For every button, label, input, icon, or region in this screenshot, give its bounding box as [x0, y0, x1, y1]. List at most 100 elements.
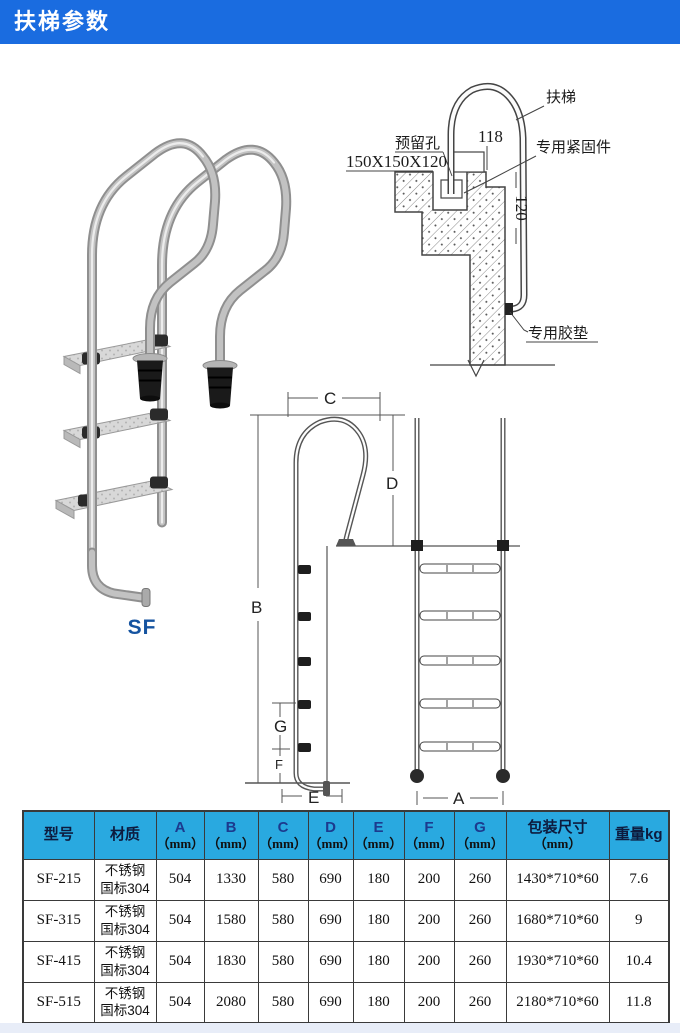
col-header-G: G（mm） — [453, 810, 507, 860]
label-hole-size: 150X150X120 — [346, 152, 447, 172]
ground-line — [430, 359, 555, 378]
cell-b: 2080 — [203, 981, 259, 1024]
dim-F: F — [275, 749, 283, 783]
svg-text:F: F — [275, 757, 283, 772]
rubber-pad — [505, 303, 513, 315]
rear-handrail — [157, 144, 292, 528]
cell-d: 690 — [307, 899, 354, 942]
svg-text:D: D — [386, 474, 398, 493]
handrail-tube — [447, 82, 528, 313]
front-view-ladder — [410, 418, 510, 783]
cell-b: 1830 — [203, 940, 259, 983]
cell-package: 1930*710*60 — [505, 940, 610, 983]
dim-118: 118 — [478, 127, 503, 170]
cell-package: 1430*710*60 — [505, 858, 610, 901]
product-photo — [12, 58, 307, 618]
cell-weight: 11.8 — [608, 981, 670, 1024]
dimension-diagram: C — [230, 383, 530, 810]
svg-text:B: B — [251, 598, 262, 617]
col-header-E: E（mm） — [352, 810, 405, 860]
mounting-sleeve — [451, 151, 485, 173]
cell-a: 504 — [155, 940, 205, 983]
cell-g: 260 — [453, 899, 507, 942]
spec-table-header: 型号 材质 A（mm） B（mm） C（mm） D（mm） E（mm） F（mm… — [22, 810, 670, 860]
label-rubber-pad: 专用胶垫 — [509, 311, 598, 343]
svg-text:150X150X120: 150X150X120 — [346, 152, 447, 171]
side-view-rail — [293, 416, 520, 796]
cell-b: 1330 — [203, 858, 259, 901]
cell-f: 200 — [403, 899, 455, 942]
table-row: SF-215 不锈钢国标304 504 1330 580 690 180 200… — [22, 858, 670, 901]
cell-f: 200 — [403, 858, 455, 901]
table-row: SF-415 不锈钢国标304 504 1830 580 690 180 200… — [22, 940, 670, 983]
cell-package: 1680*710*60 — [505, 899, 610, 942]
svg-text:C: C — [324, 389, 336, 408]
spec-table-body: SF-215 不锈钢国标304 504 1330 580 690 180 200… — [22, 858, 670, 1024]
cell-c: 580 — [257, 940, 309, 983]
rear-socket — [202, 360, 238, 409]
label-handrail: 扶梯 — [515, 89, 576, 121]
cell-c: 580 — [257, 858, 309, 901]
col-header-package: 包装尺寸（mm） — [505, 810, 610, 860]
cell-c: 580 — [257, 981, 309, 1024]
dim-C: C — [287, 389, 381, 421]
svg-text:A: A — [453, 789, 465, 808]
col-header-F: F（mm） — [403, 810, 455, 860]
dim-A: A — [416, 789, 504, 808]
cell-weight: 9 — [608, 899, 670, 942]
cell-e: 180 — [352, 981, 405, 1024]
dimension-diagram-svg: C — [245, 389, 520, 808]
col-header-model: 型号 — [22, 810, 95, 860]
title-bar: 扶梯参数 — [0, 0, 680, 44]
cell-f: 200 — [403, 981, 455, 1024]
table-row: SF-515 不锈钢国标304 504 2080 580 690 180 200… — [22, 981, 670, 1024]
cell-b: 1580 — [203, 899, 259, 942]
cell-e: 180 — [352, 940, 405, 983]
cell-model: SF-515 — [22, 981, 95, 1024]
svg-text:E: E — [308, 788, 319, 807]
cell-a: 504 — [155, 858, 205, 901]
table-row: SF-315 不锈钢国标304 504 1580 580 690 180 200… — [22, 899, 670, 942]
cell-material: 不锈钢国标304 — [93, 940, 157, 983]
cell-material: 不锈钢国标304 — [93, 981, 157, 1024]
svg-text:专用胶垫: 专用胶垫 — [528, 325, 588, 342]
cell-d: 690 — [307, 981, 354, 1024]
installation-diagram: 118 120 扶梯 预留孔 150X150X120 — [340, 60, 680, 390]
svg-text:专用紧固件: 专用紧固件 — [536, 139, 611, 156]
svg-text:118: 118 — [478, 127, 503, 146]
cell-e: 180 — [352, 858, 405, 901]
cell-a: 504 — [155, 981, 205, 1024]
cell-d: 690 — [307, 858, 354, 901]
cell-package: 2180*710*60 — [505, 981, 610, 1024]
cell-e: 180 — [352, 899, 405, 942]
cell-weight: 7.6 — [608, 858, 670, 901]
svg-text:预留孔: 预留孔 — [395, 135, 440, 152]
label-fastener: 专用紧固件 — [463, 139, 611, 194]
spec-table: 型号 材质 A（mm） B（mm） C（mm） D（mm） E（mm） F（mm… — [22, 810, 670, 1024]
cell-model: SF-215 — [22, 858, 95, 901]
cell-material: 不锈钢国标304 — [93, 899, 157, 942]
pool-wall-section — [394, 171, 506, 366]
cell-c: 580 — [257, 899, 309, 942]
col-header-B: B（mm） — [203, 810, 259, 860]
cell-model: SF-315 — [22, 899, 95, 942]
series-label: SF — [127, 616, 157, 639]
ladder-photo-illustration — [54, 138, 292, 607]
dim-B: B — [251, 415, 262, 783]
svg-text:扶梯: 扶梯 — [546, 89, 576, 106]
front-socket — [132, 353, 168, 402]
svg-text:G: G — [274, 717, 287, 736]
cell-weight: 10.4 — [608, 940, 670, 983]
cell-g: 260 — [453, 858, 507, 901]
dim-D: D — [386, 415, 398, 546]
cell-g: 260 — [453, 981, 507, 1024]
bottom-strip — [0, 1023, 680, 1033]
col-header-C: C（mm） — [257, 810, 309, 860]
col-header-D: D（mm） — [307, 810, 356, 860]
installation-diagram-svg: 118 120 扶梯 预留孔 150X150X120 — [346, 82, 611, 378]
page-title: 扶梯参数 — [14, 9, 111, 34]
cell-d: 690 — [307, 940, 354, 983]
col-header-material: 材质 — [93, 810, 157, 860]
label-reserved-hole: 预留孔 — [395, 135, 453, 177]
